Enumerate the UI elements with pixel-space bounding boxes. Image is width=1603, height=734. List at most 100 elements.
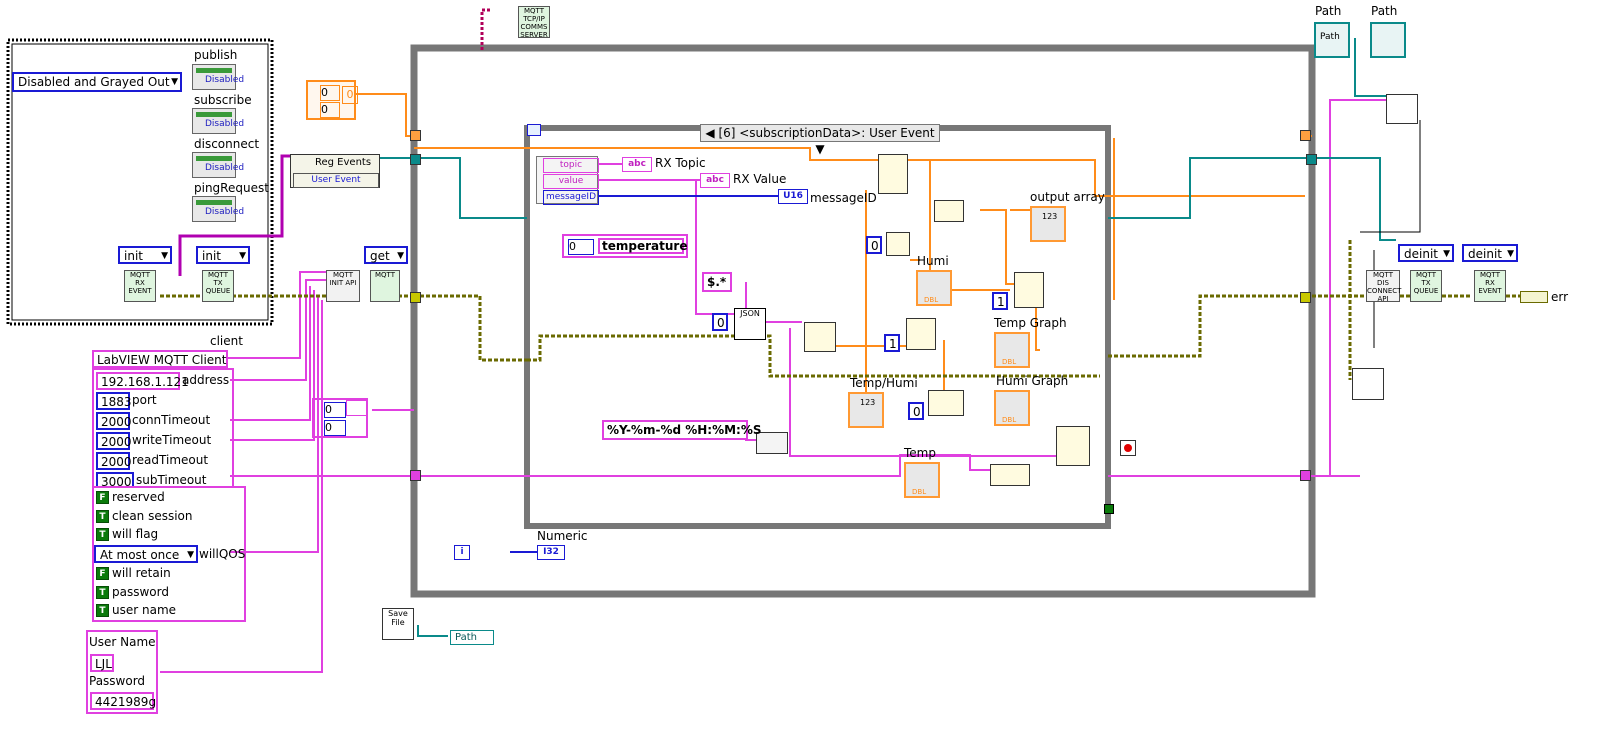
path-control-2[interactable] — [1370, 22, 1406, 58]
json-parse-node[interactable]: JSON — [734, 308, 766, 340]
time-format-const[interactable]: %Y-%m-%d %H:%M:%S — [602, 420, 762, 440]
const-one-2[interactable]: 1 — [992, 292, 1008, 310]
will-flag-label: will flag — [112, 527, 159, 541]
output-array-indicator: 123 — [1030, 206, 1066, 242]
format-datetime-node[interactable] — [756, 432, 788, 454]
const-zero-1[interactable]: 0 — [866, 236, 882, 254]
humi-graph-label: Humi Graph — [996, 374, 1069, 388]
address-label: address — [182, 373, 230, 387]
loop-condition-terminal[interactable] — [1104, 504, 1114, 514]
stop-button[interactable] — [1120, 440, 1136, 456]
shift-register-left-top — [410, 130, 421, 141]
deinit-enum-1[interactable]: deinit — [1398, 244, 1454, 262]
rx-value-indicator: abc — [700, 173, 730, 188]
iteration-terminal: i — [454, 545, 470, 560]
tunnel-refnum-right — [1306, 154, 1317, 165]
transpose-node[interactable] — [934, 200, 964, 222]
user-name-bool[interactable]: T — [96, 604, 109, 617]
reg-events-node[interactable]: Reg Events User Event — [290, 154, 380, 188]
publish-disabled: Disabled — [192, 64, 244, 90]
temp-graph-label: Temp Graph — [994, 316, 1067, 330]
temp-gauge: DBL — [904, 462, 940, 498]
read-timeout-label: readTimeout — [132, 453, 209, 467]
humi-gauge: DBL — [916, 270, 952, 306]
clean-session-label: clean session — [112, 509, 193, 523]
will-qos-enum[interactable]: At most once — [94, 545, 198, 563]
conn-timeout-field[interactable]: 2000 — [96, 412, 132, 430]
case-selector[interactable]: ◀ [6] <subscriptionData>: User Event ▼ — [700, 124, 940, 156]
will-retain-bool[interactable]: F — [96, 567, 109, 580]
case-selector-dropdown-icon[interactable]: ▼ — [815, 142, 825, 156]
save-file-node[interactable]: Save File — [382, 608, 414, 640]
humi-graph-chart: DBL — [994, 390, 1030, 426]
mqtt-disconnect-subvi[interactable]: MQTT DIS CONNECT API — [1366, 270, 1402, 303]
tunnel-string-right — [1300, 470, 1311, 481]
mqtt-tcpip-comms-server-subvi[interactable]: MQTT TCP/IP COMMS SERVER — [518, 6, 550, 39]
client-name-field[interactable]: LabVIEW MQTT Client — [92, 350, 228, 368]
const-one-1[interactable]: 1 — [884, 334, 900, 352]
reserved-bool[interactable]: F — [96, 491, 109, 504]
read-timeout-field[interactable]: 2000 — [96, 452, 132, 470]
password-bool[interactable]: T — [96, 586, 109, 599]
subscribe-label: subscribe — [194, 93, 252, 107]
case-selector-left-arrow[interactable]: ◀ — [705, 126, 719, 140]
build-array-node-1[interactable] — [878, 154, 908, 194]
const-zero-2[interactable]: 0 — [908, 402, 924, 420]
mqtt-init-api-subvi[interactable]: MQTT INIT API — [326, 270, 360, 302]
message-id-label: messageID — [810, 191, 877, 205]
build-array-node-2[interactable] — [1056, 426, 1090, 466]
humi-label: Humi — [917, 254, 949, 268]
user-name-input[interactable]: LJL — [90, 654, 114, 672]
error-out-indicator — [1520, 291, 1548, 303]
temperature-array-const[interactable]: 0 temperature — [562, 234, 688, 258]
error-out-label: err — [1551, 290, 1569, 304]
address-field[interactable]: 192.168.1.121 — [96, 372, 189, 390]
init-enum-1[interactable]: init — [118, 246, 172, 264]
json-zero-const[interactable]: 0 — [712, 313, 728, 331]
bundle-node[interactable] — [990, 464, 1030, 486]
disconnect-disabled: Disabled — [192, 152, 244, 178]
index-array-node-2[interactable] — [906, 318, 936, 350]
json-path-const[interactable]: $.* — [702, 272, 732, 292]
mqtt-rx-event-subvi[interactable]: MQTT RX EVENT — [124, 270, 156, 302]
mqtt-packet-subvi[interactable]: MQTT — [370, 270, 400, 302]
password-input[interactable]: 4421989g — [90, 692, 156, 710]
shift-register-left-error — [410, 292, 421, 303]
numeric-cluster-top[interactable]: 0 0 — [306, 80, 356, 120]
port-field[interactable]: 1883 — [96, 392, 132, 410]
path-label-2: Path — [1371, 4, 1398, 18]
write-spreadsheet-node[interactable] — [1386, 94, 1418, 124]
init-enum-2[interactable]: init — [196, 246, 250, 264]
numeric-cluster-mid[interactable]: 0 0 — [312, 398, 368, 438]
message-id-indicator: U16 — [778, 189, 808, 204]
get-enum[interactable]: get — [364, 246, 408, 264]
temp-graph-chart: DBL — [994, 332, 1030, 368]
will-flag-bool[interactable]: T — [96, 528, 109, 541]
destroy-user-event-node[interactable] — [1352, 368, 1384, 400]
temp-humi-label: Temp/Humi — [850, 376, 918, 390]
mqtt-tx-queue-right-subvi[interactable]: MQTT TX QUEUE — [1410, 270, 1442, 302]
password-field-label: Password — [89, 674, 146, 688]
client-label: client — [210, 334, 243, 348]
path-label-1: Path — [1315, 4, 1342, 18]
clean-session-bool[interactable]: T — [96, 510, 109, 523]
user-name-label: user name — [112, 603, 177, 617]
index-array-node-3[interactable] — [1014, 272, 1044, 308]
index-array-node-4[interactable] — [928, 390, 964, 416]
shift-register-right-top — [1300, 130, 1311, 141]
mqtt-tx-queue-subvi[interactable]: MQTT TX QUEUE — [202, 270, 234, 302]
while-loop-frame — [410, 44, 1316, 598]
will-qos-label: willQOS — [199, 547, 246, 561]
shift-register-right-error — [1300, 292, 1311, 303]
password-label: password — [112, 585, 169, 599]
numeric-label: Numeric — [537, 529, 588, 543]
enable-state-enum[interactable]: Disabled and Grayed Out — [12, 72, 182, 92]
deinit-enum-2[interactable]: deinit — [1462, 244, 1518, 262]
mqtt-rx-event-right-subvi[interactable]: MQTT RX EVENT — [1474, 270, 1506, 302]
index-array-node-1[interactable] — [886, 232, 910, 256]
tunnel-string-left — [410, 470, 421, 481]
array-to-number-node[interactable] — [804, 322, 836, 352]
write-timeout-field[interactable]: 2000 — [96, 432, 132, 450]
event-data-node: topic value messageID — [536, 156, 599, 205]
path-control-1[interactable]: Path — [1314, 22, 1350, 58]
